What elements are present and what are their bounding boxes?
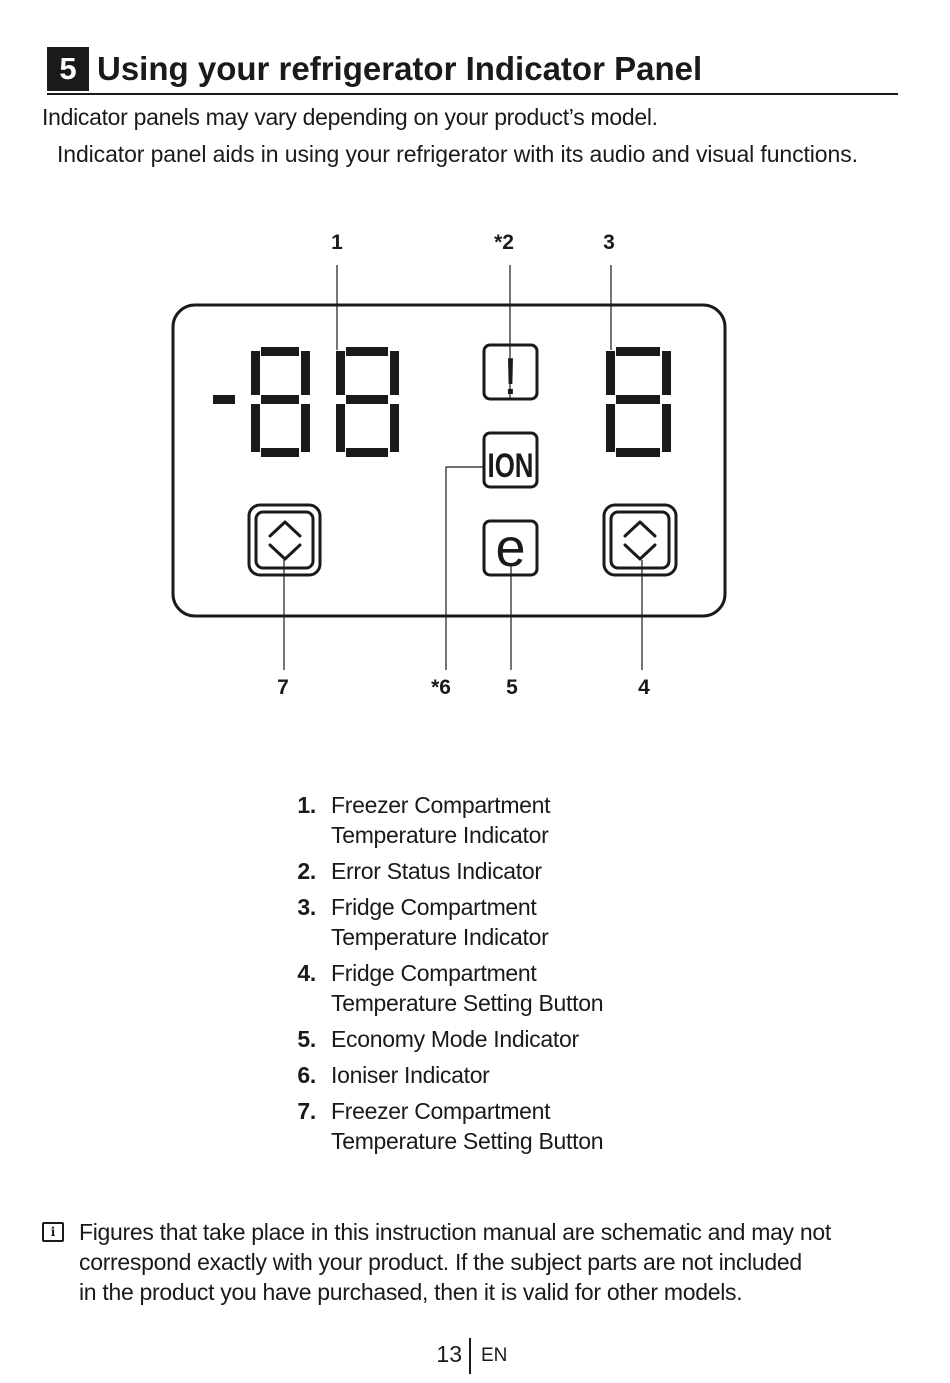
legend-number: 5.	[297, 1026, 316, 1052]
ioniser-icon: ION	[482, 431, 539, 489]
fridge-temperature-display	[606, 347, 671, 457]
seven-segment-digit	[251, 347, 310, 457]
note-line: Figures that take place in this instruct…	[79, 1219, 831, 1245]
legend-item: 6. Ioniser Indicator	[270, 1060, 690, 1090]
legend-text: Freezer Compartment	[331, 1098, 551, 1124]
legend-number: 7.	[297, 1098, 316, 1124]
legend-text: Temperature Indicator	[331, 924, 549, 950]
indicator-legend: 1. Freezer Compartment Temperature Indic…	[270, 790, 690, 1162]
fridge-temperature-setting-button[interactable]	[602, 503, 678, 577]
page-number: 13	[436, 1341, 462, 1367]
section-title: Using your refrigerator Indicator Panel	[97, 50, 703, 87]
callout-4: 4	[638, 676, 650, 699]
callout-6: *6	[431, 676, 451, 699]
indicator-panel-diagram: 1 *2 3 7 *6 5 4	[171, 231, 727, 699]
legend-text: Temperature Indicator	[331, 822, 549, 848]
note-line: correspond exactly with your product. If…	[79, 1249, 802, 1275]
legend-item: 1. Freezer Compartment Temperature Indic…	[270, 790, 690, 850]
callout-5: 5	[506, 676, 518, 699]
legend-item: 5. Economy Mode Indicator	[270, 1024, 690, 1054]
panel-frame	[171, 303, 727, 618]
page-footer: 13 EN	[0, 1338, 950, 1378]
legend-item: 7. Freezer Compartment Temperature Setti…	[270, 1096, 690, 1156]
up-down-arrows-icon	[623, 520, 657, 561]
legend-text: Fridge Compartment	[331, 960, 537, 986]
callout-1: 1	[331, 231, 343, 254]
callout-7: 7	[277, 676, 289, 699]
legend-text: Error Status Indicator	[331, 858, 542, 884]
ion-label: ION	[488, 447, 534, 485]
legend-text: Fridge Compartment	[331, 894, 537, 920]
legend-text: Temperature Setting Button	[331, 1128, 604, 1154]
note-line: in the product you have purchased, then …	[79, 1279, 743, 1305]
leader-lines	[283, 265, 643, 670]
legend-number: 3.	[297, 894, 316, 920]
intro-line-2: Indicator panel aids in using your refri…	[57, 141, 858, 167]
callout-3: 3	[603, 231, 615, 254]
section-number: 5	[47, 47, 89, 91]
up-down-arrows-icon	[268, 520, 302, 561]
seven-segment-digit	[336, 347, 399, 457]
legend-number: 1.	[297, 792, 316, 818]
legend-number: 2.	[297, 858, 316, 884]
callout-2: *2	[494, 231, 514, 254]
info-note: i Figures that take place in this instru…	[42, 1217, 882, 1307]
legend-item: 3. Fridge Compartment Temperature Indica…	[270, 892, 690, 952]
legend-item: 2. Error Status Indicator	[270, 856, 690, 886]
freezer-temperature-display	[213, 347, 399, 457]
legend-text: Temperature Setting Button	[331, 990, 604, 1016]
footer-divider	[469, 1338, 471, 1374]
legend-item: 4. Fridge Compartment Temperature Settin…	[270, 958, 690, 1018]
legend-text: Freezer Compartment	[331, 792, 551, 818]
language-code: EN	[481, 1345, 508, 1366]
info-icon: i	[42, 1222, 64, 1242]
section-header: 5 Using your refrigerator Indicator Pane…	[47, 47, 898, 95]
legend-number: 6.	[297, 1062, 316, 1088]
legend-text: Economy Mode Indicator	[331, 1026, 579, 1052]
legend-number: 4.	[297, 960, 316, 986]
legend-text: Ioniser Indicator	[331, 1062, 490, 1088]
intro-line-1: Indicator panels may vary depending on y…	[42, 104, 658, 130]
